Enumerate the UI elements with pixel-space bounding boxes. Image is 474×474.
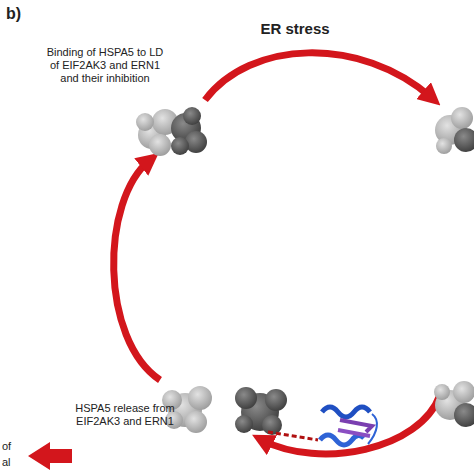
panel-letter: b)	[6, 4, 46, 23]
cycle-arrow	[262, 395, 440, 454]
protein-complex	[434, 381, 474, 427]
cut-text: of	[2, 440, 26, 453]
protein-complex	[136, 107, 207, 156]
ribbon-protein	[320, 407, 377, 445]
step-note: HSPA5 release from EIF2AK3 and ERN1	[70, 402, 180, 428]
output-arrow	[28, 442, 72, 470]
stage-heading: ER stress	[225, 20, 365, 38]
protein-complex	[435, 107, 474, 154]
cut-text: al	[2, 456, 26, 469]
cycle-arrow	[114, 160, 160, 380]
protein-monomer	[235, 387, 287, 435]
cycle-arrow	[205, 53, 432, 100]
interaction-dash	[268, 432, 318, 440]
step-note: Binding of HSPA5 to LD of EIF2AK3 and ER…	[44, 46, 166, 86]
